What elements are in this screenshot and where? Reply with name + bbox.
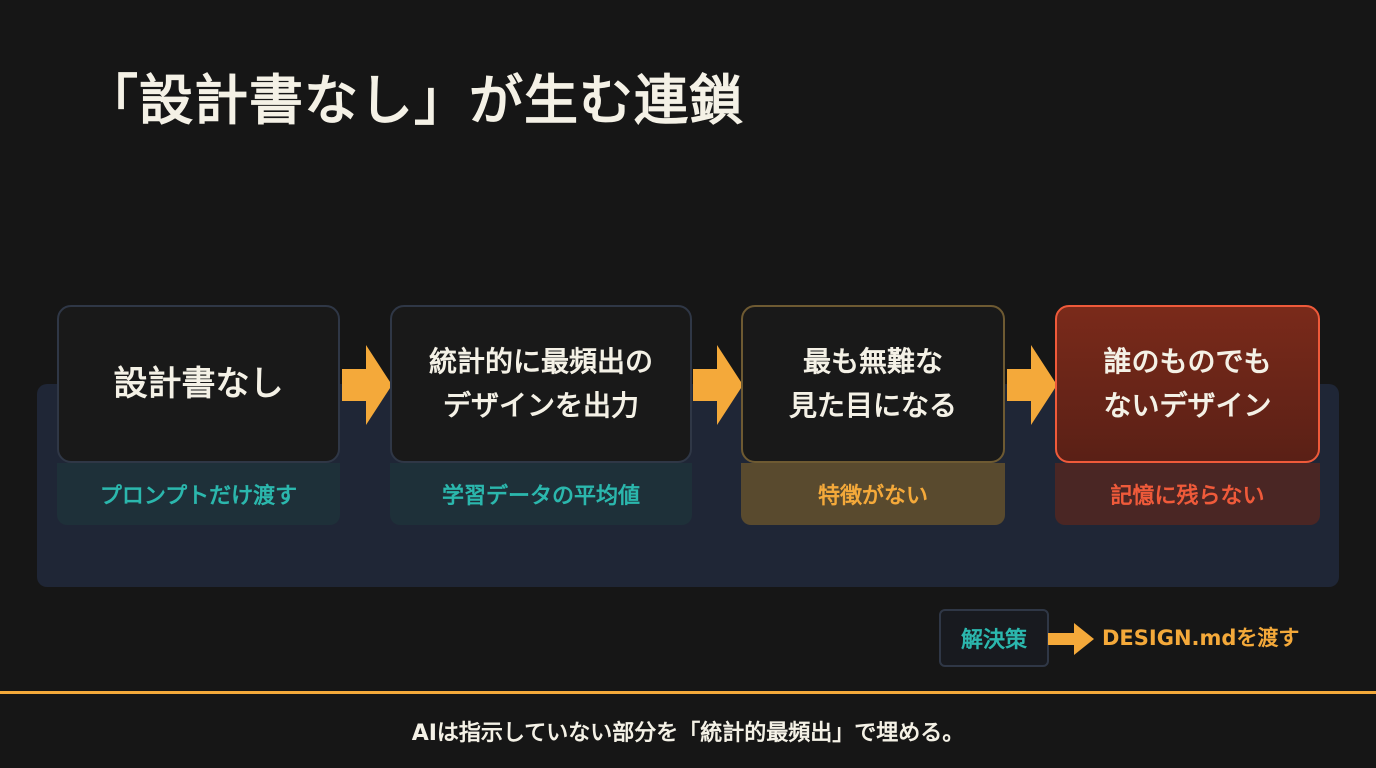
step-card-line: 最も無難な — [802, 345, 943, 378]
step-card: 誰のものでも ないデザイン — [1055, 305, 1320, 463]
step-card: 最も無難な 見た目になる — [741, 305, 1005, 463]
step-note: 学習データの平均値 — [390, 463, 692, 525]
step-card: 統計的に最頻出の デザインを出力 — [390, 305, 692, 463]
step-card-line: ないデザイン — [1103, 389, 1272, 422]
step-card-line: 誰のものでも — [1103, 345, 1272, 378]
arrow-right-icon — [1048, 623, 1094, 655]
step-note: プロンプトだけ渡す — [57, 463, 340, 525]
arrow-right-icon — [342, 345, 392, 425]
step-card: 設計書なし — [57, 305, 340, 463]
page-title: 「設計書なし」が生む連鎖 — [84, 69, 744, 132]
step-card-line: 見た目になる — [788, 389, 957, 422]
arrow-right-icon — [693, 345, 743, 425]
step-note: 特徴がない — [741, 463, 1005, 525]
footer-divider — [0, 691, 1376, 694]
arrow-right-icon — [1007, 345, 1057, 425]
solution-label: 解決策 — [939, 609, 1049, 667]
step-note: 記憶に残らない — [1055, 463, 1320, 525]
solution-text: DESIGN.mdを渡す — [1102, 626, 1300, 650]
step-card-line: デザインを出力 — [442, 389, 639, 422]
step-card-line: 設計書なし — [113, 364, 284, 404]
step-card-line: 統計的に最頻出の — [428, 345, 653, 378]
footer-caption: AIは指示していない部分を「統計的最頻出」で埋める。 — [411, 721, 965, 746]
